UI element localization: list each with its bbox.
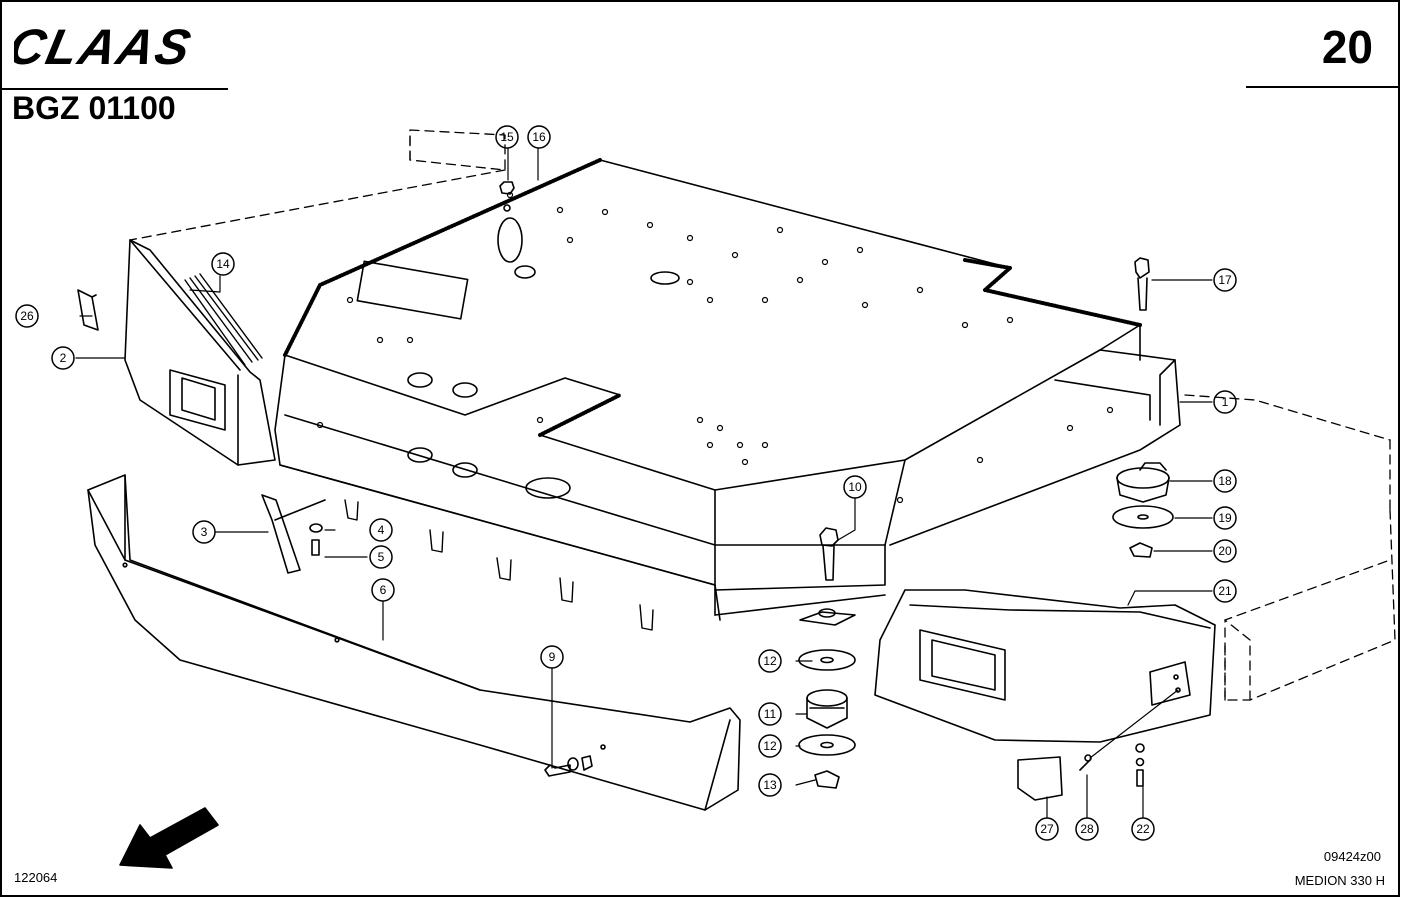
callout-4: [369, 518, 393, 542]
callout-label: 10: [848, 480, 862, 494]
front-guard: [87, 474, 741, 811]
callout-label: 15: [500, 130, 514, 144]
direction-arrow: [119, 807, 219, 869]
callout-16: [527, 125, 551, 149]
right-skid: [874, 589, 1216, 743]
leader-lines: [75, 147, 1213, 818]
callout-21: [1213, 579, 1237, 603]
left-skid: [124, 239, 276, 466]
callout-6: [371, 578, 395, 602]
fastener-stack-22: [1135, 743, 1145, 787]
callout-20: [1213, 539, 1237, 563]
callout-22: [1131, 817, 1155, 841]
callout-label: 5: [378, 550, 385, 564]
callout-3: [192, 520, 216, 544]
callout-label: 26: [20, 309, 34, 323]
callout-label: 12: [763, 739, 777, 753]
callout-18: [1213, 469, 1237, 493]
callout-label: 2: [60, 351, 67, 365]
frame-outline-dashed: [129, 129, 1396, 701]
bracket-part: [261, 494, 326, 574]
callout-label: 19: [1218, 511, 1232, 525]
callout-12a: [758, 649, 782, 673]
callout-label: 9: [549, 650, 556, 664]
callout-label: 22: [1136, 822, 1150, 836]
page-number: 20: [1321, 21, 1373, 73]
callout-label: 4: [378, 523, 385, 537]
callout-1: [1213, 390, 1237, 414]
deck-plate: [274, 158, 1181, 631]
callout-label: 12: [763, 654, 777, 668]
callouts: [15, 125, 1237, 841]
clip-part: [77, 289, 99, 331]
wear-plate: [1017, 754, 1092, 801]
claas-logo: CLAAS: [14, 24, 197, 70]
callout-19: [1213, 506, 1237, 530]
right-mount-stack: [1112, 257, 1174, 558]
callout-label: 1: [1222, 395, 1229, 409]
drawing-reference: 09424z00: [1323, 849, 1381, 864]
bolt-set-9: [544, 744, 606, 777]
callout-label: 21: [1218, 584, 1232, 598]
callout-label: 18: [1218, 474, 1232, 488]
callout-label: 14: [216, 257, 230, 271]
callout-17: [1213, 268, 1237, 292]
callout-label: 6: [380, 583, 387, 597]
svg-text:CLAAS: CLAAS: [14, 24, 197, 70]
callout-10: [843, 475, 867, 499]
callout-27: [1035, 817, 1059, 841]
callout-14: [211, 252, 235, 276]
callout-5: [369, 545, 393, 569]
model-name: MEDION 330 H: [1294, 873, 1385, 888]
center-mount-stack: [798, 527, 856, 789]
nut-15: [499, 181, 515, 212]
callout-9: [540, 645, 564, 669]
callout-label: 3: [201, 525, 208, 539]
header-rule-left: [2, 88, 228, 90]
callout-label: 17: [1218, 273, 1232, 287]
callout-label: 28: [1080, 822, 1094, 836]
callout-label: 20: [1218, 544, 1232, 558]
callout-labels: 1 2 3 4 5 6 9 10 11 12 12 13 14 15 16 17…: [20, 130, 1232, 836]
group-code: BGZ 01100: [12, 90, 176, 126]
callout-26: [15, 304, 39, 328]
callout-28: [1075, 817, 1099, 841]
callout-label: 11: [764, 707, 777, 721]
callout-label: 13: [763, 778, 777, 792]
header-rule-right: [1246, 86, 1398, 88]
callout-15: [495, 125, 519, 149]
callout-label: 16: [532, 130, 546, 144]
callout-2: [51, 346, 75, 370]
wear-strip: [184, 273, 263, 366]
callout-label: 27: [1040, 822, 1054, 836]
callout-12b: [758, 734, 782, 758]
callout-11: [758, 702, 782, 726]
figure-number: 122064: [14, 870, 58, 885]
callout-13: [758, 773, 782, 797]
